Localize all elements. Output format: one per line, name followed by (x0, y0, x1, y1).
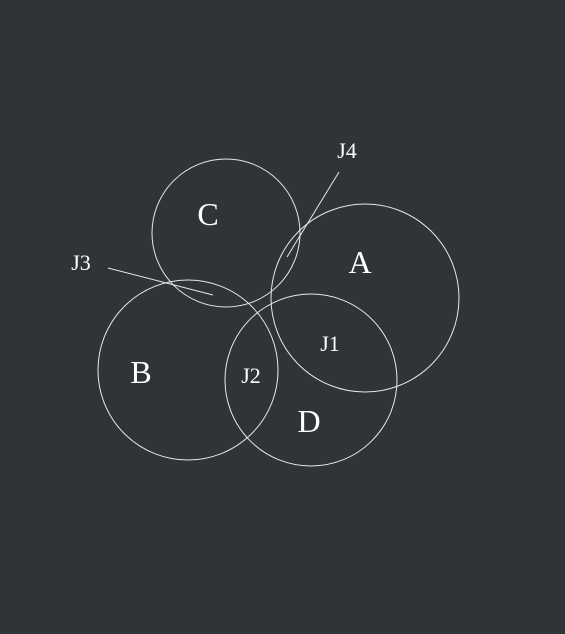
intersection-label-j4: J4 (337, 138, 357, 163)
j3-leader-line (107, 267, 214, 296)
set-label-a: A (348, 244, 371, 280)
intersection-label-j3: J3 (71, 250, 91, 275)
set-label-b: B (130, 354, 151, 390)
set-label-d: D (297, 403, 320, 439)
intersection-label-j2: J2 (241, 363, 261, 388)
circle-c (151, 158, 301, 308)
intersection-label-j1: J1 (320, 331, 340, 356)
circle-a (270, 203, 460, 393)
set-label-c: C (197, 196, 218, 232)
j4-leader-line (286, 171, 340, 258)
circle-b (97, 279, 279, 461)
circle-d (224, 293, 398, 467)
